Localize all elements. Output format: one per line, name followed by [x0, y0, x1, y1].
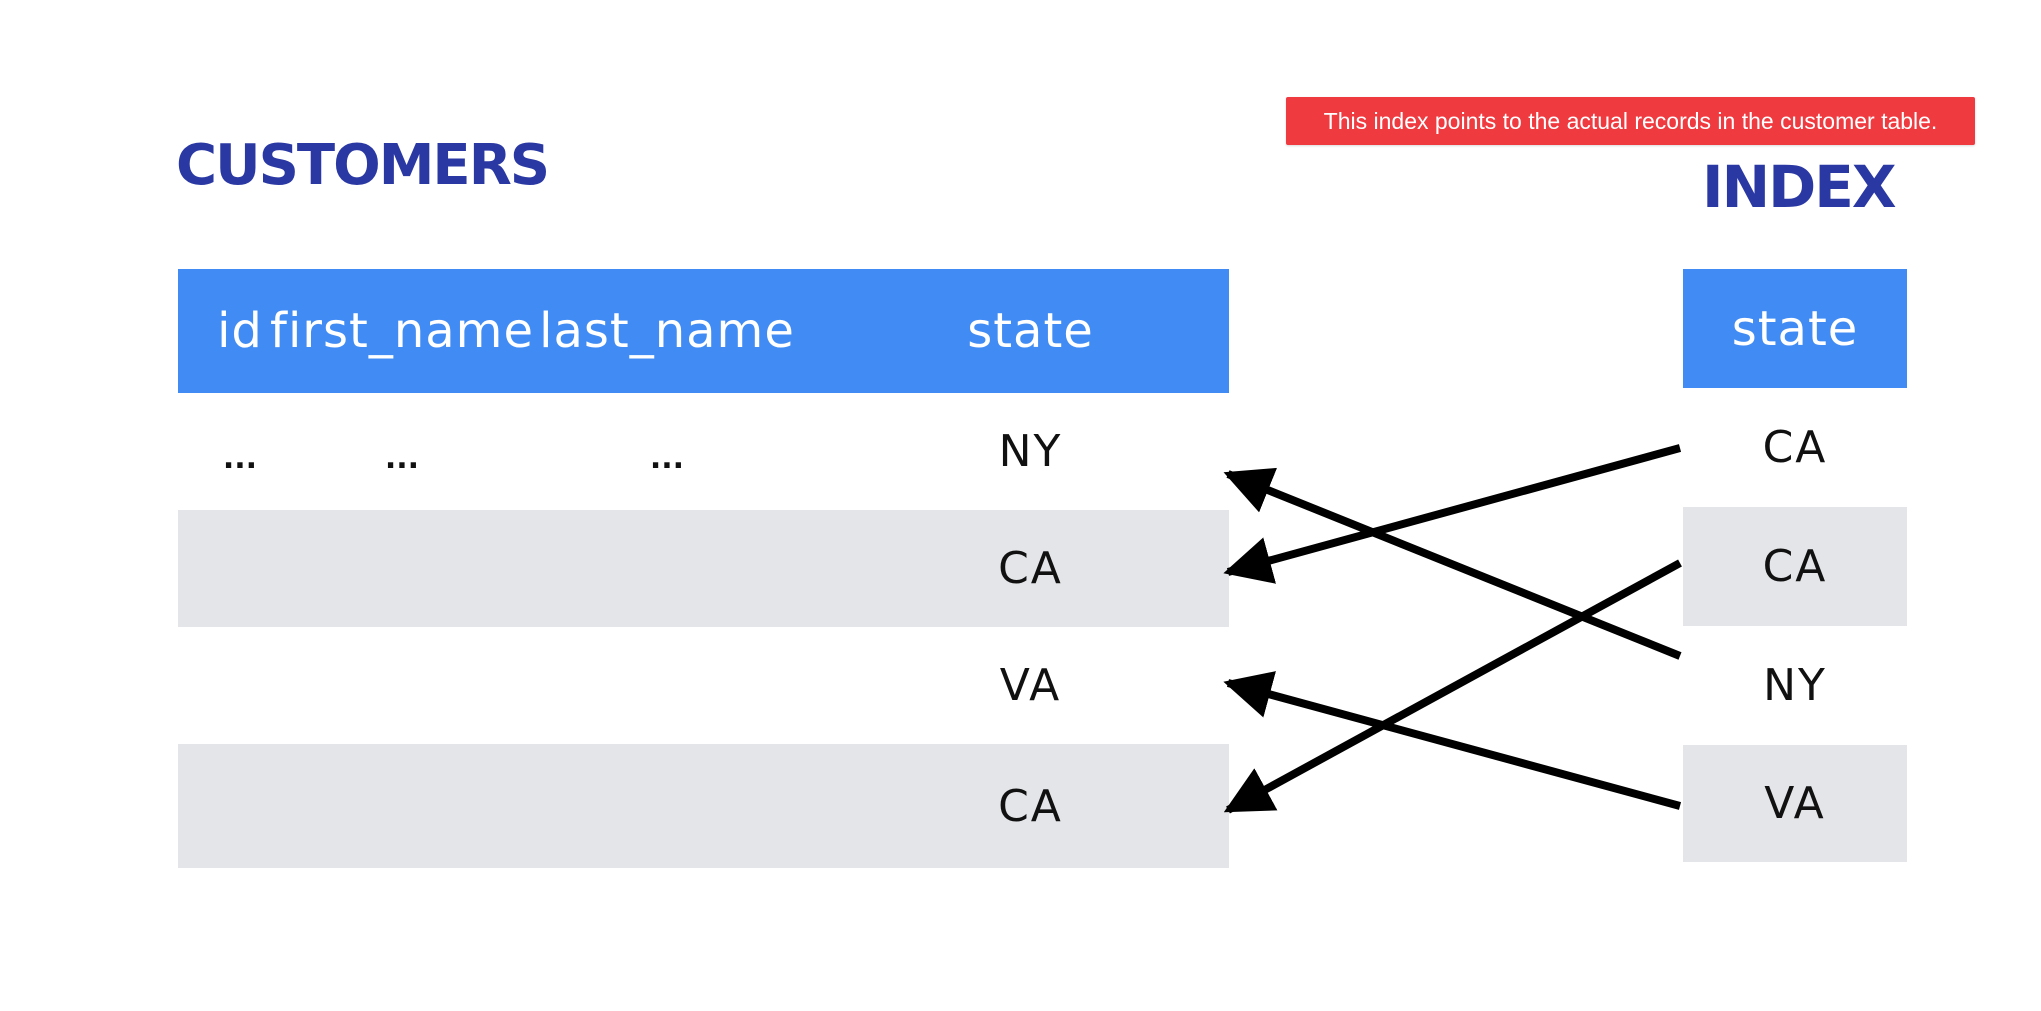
cell-state: VA	[999, 660, 1062, 711]
index-row: CA	[1683, 507, 1907, 626]
column-header-last-name: last_name	[539, 303, 795, 359]
index-cell-state: CA	[1762, 541, 1828, 592]
customers-table-header: id first_name last_name state	[178, 269, 1229, 393]
index-row: CA	[1683, 388, 1907, 507]
column-header-id: id	[217, 303, 263, 359]
index-column-header-state: state	[1731, 300, 1859, 357]
index-cell-state: NY	[1763, 660, 1827, 711]
pointer-arrow	[1223, 444, 1682, 584]
cell-first-name: ...	[384, 441, 420, 476]
customers-table: id first_name last_name state ... ... ..…	[178, 269, 1229, 868]
table-row: CA	[178, 744, 1229, 868]
column-header-state: state	[967, 303, 1094, 359]
pointer-arrow	[1223, 467, 1682, 660]
column-header-first-name: first_name	[270, 303, 534, 359]
cell-state: NY	[998, 426, 1063, 477]
table-row: ... ... ... NY	[178, 393, 1229, 510]
table-row: VA	[178, 627, 1229, 744]
cell-state: CA	[998, 543, 1063, 594]
index-row: VA	[1683, 745, 1907, 862]
index-table-header: state	[1683, 269, 1907, 388]
index-cell-state: VA	[1764, 778, 1826, 829]
index-table: state CA CA NY VA	[1683, 269, 1907, 862]
pointer-arrow	[1223, 559, 1682, 814]
cell-id: ...	[222, 441, 258, 476]
pointer-arrow	[1223, 671, 1682, 810]
index-tooltip: This index points to the actual records …	[1286, 97, 1975, 145]
table-row: CA	[178, 510, 1229, 627]
index-title: INDEX	[1702, 153, 1897, 221]
customers-title: CUSTOMERS	[176, 133, 550, 198]
cell-last-name: ...	[649, 441, 685, 476]
cell-state: CA	[998, 780, 1063, 832]
index-cell-state: CA	[1762, 422, 1828, 473]
index-row: NY	[1683, 626, 1907, 745]
